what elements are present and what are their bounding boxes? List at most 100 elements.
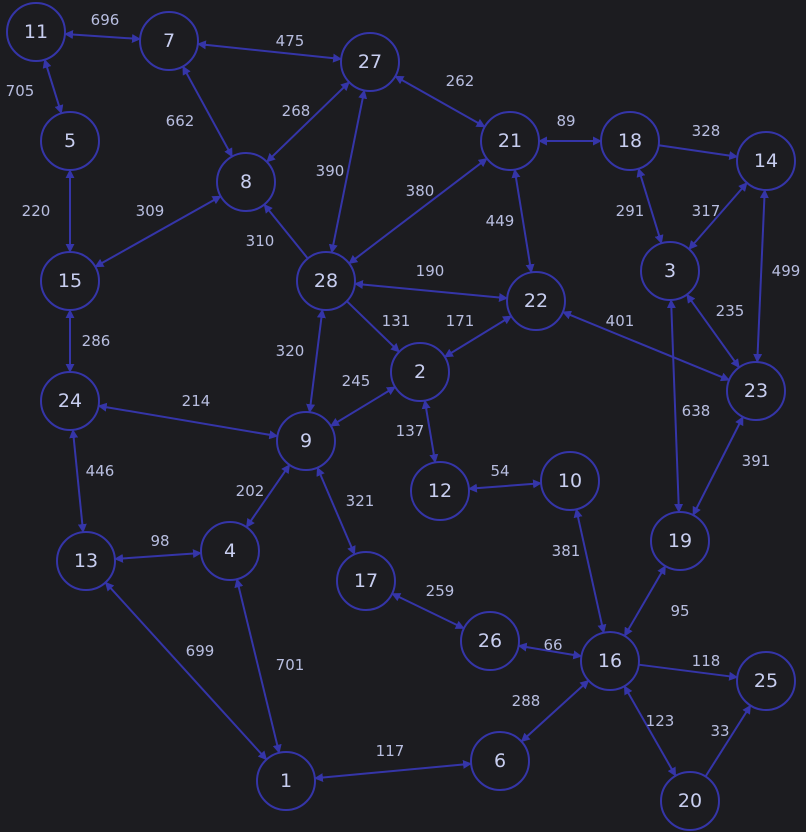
node-label-20: 20 xyxy=(678,790,702,812)
edge-weight-9-4: 202 xyxy=(236,482,265,500)
node-label-5: 5 xyxy=(64,130,76,152)
edge-21-22 xyxy=(511,168,535,274)
edge-27-21 xyxy=(394,75,486,128)
edge-28-2 xyxy=(346,300,400,353)
edge-weight-18-14: 328 xyxy=(692,122,721,140)
edge-7-8 xyxy=(182,65,233,158)
node-label-26: 26 xyxy=(478,630,502,652)
edge-weight-28-9: 320 xyxy=(276,342,305,360)
edge-weight-17-26: 259 xyxy=(426,582,455,600)
node-circle-23 xyxy=(726,361,786,421)
node-circle-10 xyxy=(540,451,600,511)
edge-18-3 xyxy=(636,167,664,245)
node-circle-11 xyxy=(6,2,66,62)
edge-13-4 xyxy=(114,549,202,563)
edge-27-8 xyxy=(266,81,350,163)
edge-weight-24-9: 214 xyxy=(182,392,211,410)
edge-12-10 xyxy=(468,479,542,493)
edge-8-15 xyxy=(94,195,222,268)
edge-weight-8-15: 309 xyxy=(136,202,165,220)
edge-weight-2-9: 245 xyxy=(342,372,371,390)
node-12: 12 xyxy=(410,461,470,521)
node-8: 8 xyxy=(216,152,276,212)
edge-weight-24-13: 446 xyxy=(86,462,115,480)
node-circle-27 xyxy=(340,32,400,92)
node-16: 16 xyxy=(580,631,640,691)
edge-weight-7-27: 475 xyxy=(276,32,305,50)
node-circle-16 xyxy=(580,631,640,691)
node-26: 26 xyxy=(460,611,520,671)
edge-24-13 xyxy=(69,428,87,534)
edge-2-9 xyxy=(330,386,396,427)
edge-weight-27-28: 390 xyxy=(316,162,345,180)
node-circle-7 xyxy=(139,11,199,71)
node-label-22: 22 xyxy=(524,290,548,312)
edge-weight-28-8: 310 xyxy=(246,232,275,250)
node-label-8: 8 xyxy=(240,171,252,193)
edge-weight-13-4: 98 xyxy=(150,532,169,550)
node-label-1: 1 xyxy=(280,770,292,792)
node-13: 13 xyxy=(56,531,116,591)
node-circle-20 xyxy=(660,771,720,831)
edge-weight-7-8: 662 xyxy=(166,112,195,130)
edge-16-25 xyxy=(638,663,739,681)
edge-18-14 xyxy=(658,144,739,161)
node-circle-2 xyxy=(390,342,450,402)
node-17: 17 xyxy=(336,551,396,611)
edge-22-2 xyxy=(443,315,513,358)
edge-weight-28-22: 190 xyxy=(416,262,445,280)
node-label-2: 2 xyxy=(414,361,426,383)
edge-14-23 xyxy=(753,189,769,363)
node-9: 9 xyxy=(276,411,336,471)
node-circle-28 xyxy=(296,251,356,311)
edge-26-16 xyxy=(517,642,583,660)
edge-23-19 xyxy=(692,416,744,516)
edge-weight-28-2: 131 xyxy=(382,312,411,330)
edge-weight-1-6: 117 xyxy=(376,742,405,760)
edge-weight-5-15: 220 xyxy=(22,202,51,220)
edge-weight-4-1: 701 xyxy=(276,656,305,674)
node-circle-6 xyxy=(470,731,530,791)
node-19: 19 xyxy=(650,511,710,571)
node-label-10: 10 xyxy=(558,470,582,492)
edges-layer xyxy=(42,30,769,783)
edge-weight-3-23: 235 xyxy=(716,302,745,320)
edge-weight-18-3: 291 xyxy=(616,202,645,220)
node-15: 15 xyxy=(40,251,100,311)
edge-10-16 xyxy=(573,508,607,634)
node-circle-25 xyxy=(736,651,796,711)
node-25: 25 xyxy=(736,651,796,711)
node-7: 7 xyxy=(139,11,199,71)
node-circle-3 xyxy=(640,241,700,301)
edge-28-22 xyxy=(353,280,509,302)
node-label-24: 24 xyxy=(58,390,82,412)
node-circle-22 xyxy=(506,271,566,331)
node-label-11: 11 xyxy=(24,21,48,43)
edge-7-27 xyxy=(196,40,343,63)
edge-weight-15-24: 286 xyxy=(82,332,111,350)
node-circle-21 xyxy=(480,111,540,171)
node-label-3: 3 xyxy=(664,260,676,282)
edge-weight-27-21: 262 xyxy=(446,72,475,90)
node-label-21: 21 xyxy=(498,130,522,152)
edge-weight-16-25: 118 xyxy=(692,652,721,670)
node-24: 24 xyxy=(40,371,100,431)
node-2: 2 xyxy=(390,342,450,402)
node-label-9: 9 xyxy=(300,430,312,452)
node-label-19: 19 xyxy=(668,530,692,552)
edge-14-3 xyxy=(688,182,748,250)
edge-weight-3-19: 638 xyxy=(682,402,711,420)
edge-16-6 xyxy=(520,679,590,743)
node-3: 3 xyxy=(640,241,700,301)
edge-weight-20-25: 33 xyxy=(710,722,729,740)
node-label-27: 27 xyxy=(358,51,382,73)
edge-weight-2-12: 137 xyxy=(396,422,425,440)
node-label-25: 25 xyxy=(754,670,778,692)
node-22: 22 xyxy=(506,271,566,331)
node-label-14: 14 xyxy=(754,150,778,172)
edge-13-1 xyxy=(104,581,268,761)
edge-weight-10-16: 381 xyxy=(552,542,581,560)
node-circle-4 xyxy=(200,521,260,581)
